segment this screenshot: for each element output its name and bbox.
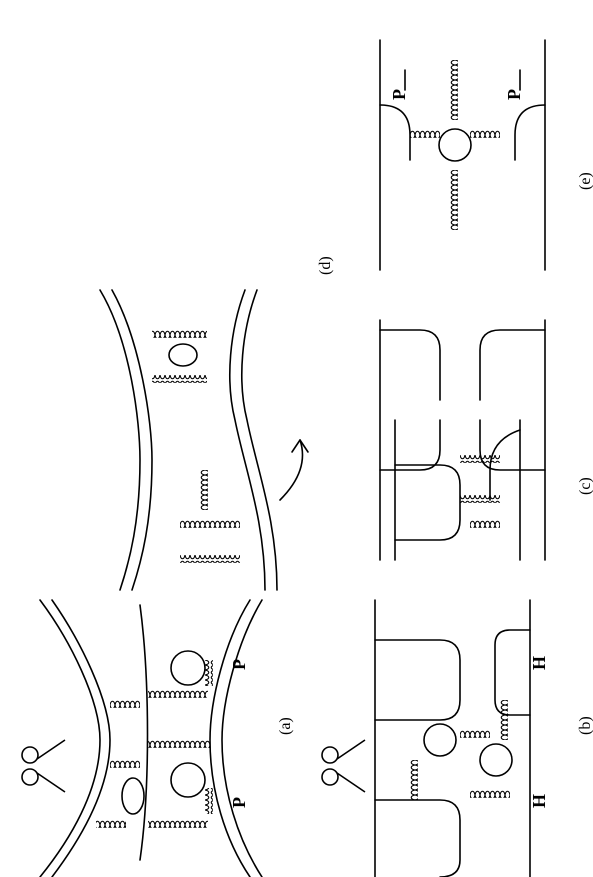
vesicle-a-2 (171, 763, 205, 797)
scissors-icon-2 (322, 740, 365, 792)
curved-arrow-icon (280, 440, 303, 500)
vesicle-b-1 (424, 724, 456, 756)
vesicle-d-1 (169, 344, 197, 366)
panel-b-drawing (375, 600, 530, 877)
panel-c-drawing (395, 420, 520, 560)
label-panel-a: (a) (277, 717, 294, 735)
label-pd-upper: P (389, 89, 409, 100)
membrane-d-inner-right (242, 290, 277, 590)
membrane-outer-right-a (210, 600, 250, 877)
label-panel-c: (c) (577, 477, 593, 495)
scissors-icon (22, 740, 65, 792)
label-panel-d: (d) (317, 256, 334, 275)
membrane-outer-left-a (40, 600, 100, 877)
membrane-d-outer-left (100, 290, 140, 590)
membrane-c-right-curve (490, 430, 520, 500)
membrane-e-top (380, 330, 440, 400)
label-p-bottom: P (229, 659, 249, 670)
vesicle-dr-1 (439, 129, 471, 161)
label-pd-lower: P (504, 89, 524, 100)
panel-d-middle-drawing (100, 290, 308, 590)
panel-d-right-drawing (380, 40, 545, 270)
membrane-c-lobe (395, 465, 460, 540)
membrane-dr-top-left (380, 105, 410, 160)
label-p-top: P (229, 797, 249, 808)
label-h-top: H (529, 794, 549, 808)
vesicle-a-1 (171, 651, 205, 685)
membrane-inner-left-a (52, 600, 110, 877)
vesicle-a-3 (122, 778, 144, 814)
membrane-b-bottom-lobe (375, 800, 460, 877)
label-panel-b: (b) (577, 716, 593, 735)
membrane-e-mid (380, 420, 440, 470)
vesicle-b-2 (480, 744, 512, 776)
label-panel-e: (e) (577, 172, 593, 190)
membrane-d-outer-right (230, 290, 265, 590)
membrane-dr-top-right (515, 105, 545, 160)
panel-a-drawing (40, 600, 262, 877)
membrane-e-right-top (480, 330, 545, 400)
membrane-b-top-lobe (375, 640, 460, 720)
membrane-center-a (140, 605, 148, 860)
label-h-bottom: H (529, 656, 549, 670)
